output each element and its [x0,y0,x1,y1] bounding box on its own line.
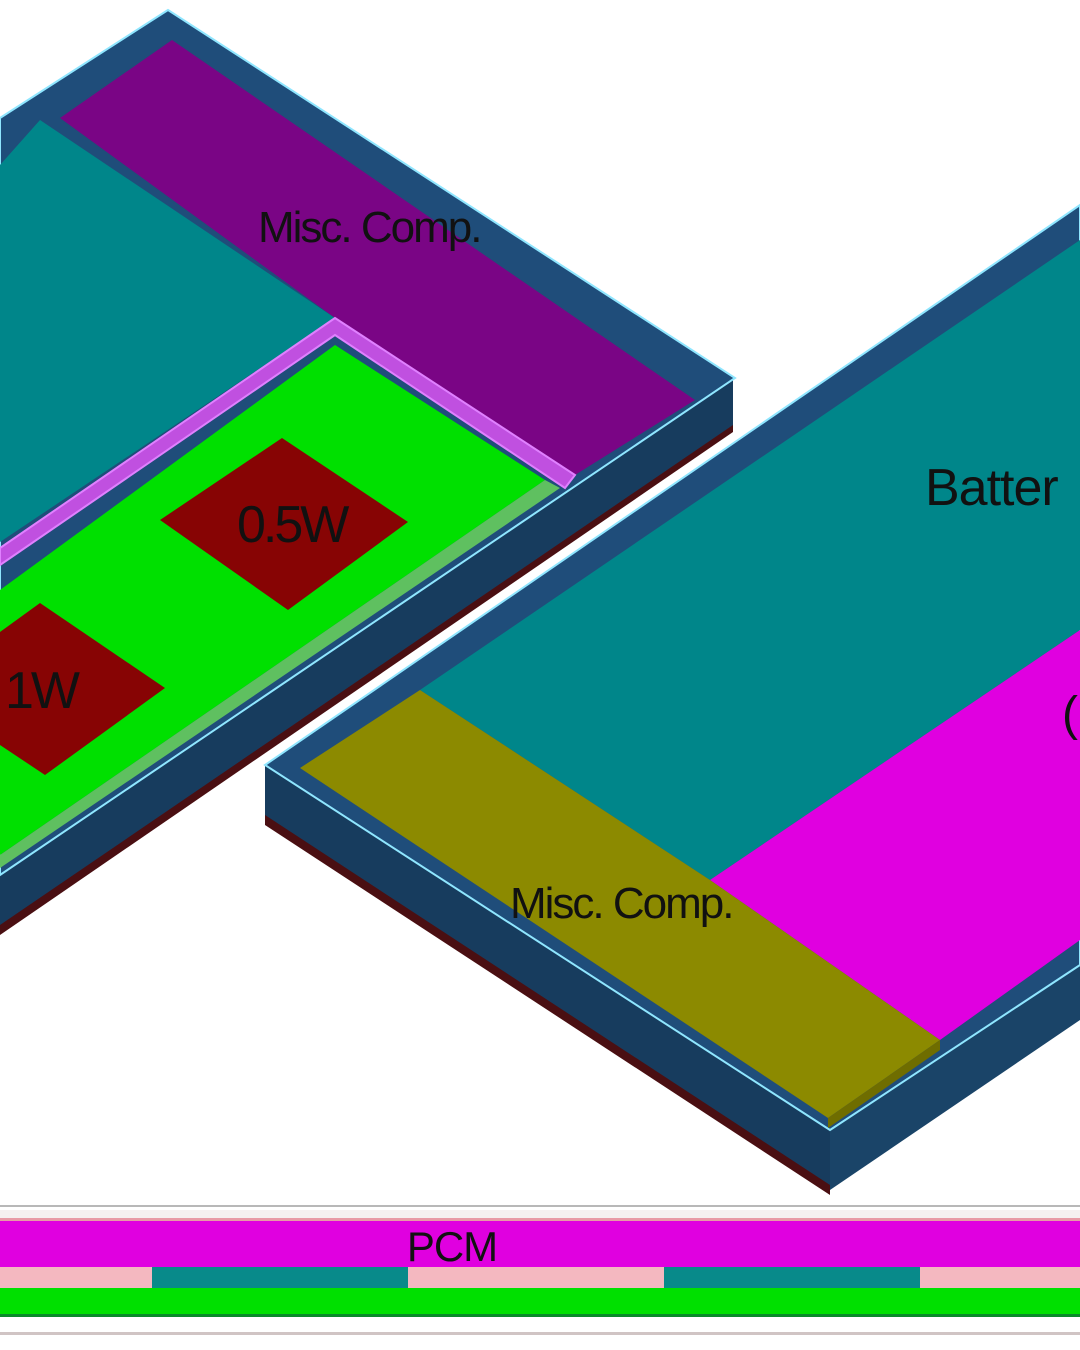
left-enclosure-shadow [0,425,733,935]
left-misc-component [60,40,695,475]
heater-one-watt-label: 1W [5,662,80,720]
heater-half-watt [160,438,408,610]
pcm-green-layer [0,1288,1080,1314]
pcm-segment-pink [0,1267,152,1288]
pcm-segment-teal [152,1267,408,1288]
pcm-segment-row [0,1267,1080,1288]
left-enclosure-side [0,380,733,930]
pcm-top-frame [0,1205,1080,1207]
right-misc-label: Misc. Comp. [510,879,732,928]
battery-label: Batter [925,459,1058,517]
pcm-layer [0,1221,1080,1267]
heater-one-watt [0,603,165,775]
left-green-board-edge [0,480,560,868]
pcm-top-gap [0,1210,1080,1218]
right-enclosure-side-left [265,765,830,1190]
right-magenta-component [710,630,1080,1040]
pcm-bottom-frame [0,1332,1080,1335]
right-enclosure-side-right [830,965,1080,1190]
left-enclosure: Misc. Comp. 0.5W 1W [0,8,737,935]
battery-paren-label: ( [1062,688,1078,741]
pcm-segment-teal [664,1267,920,1288]
right-misc-component [300,690,940,1118]
left-misc-label: Misc. Comp. [258,203,480,252]
battery-board [420,240,1080,880]
pcm-label: PCM [407,1223,497,1270]
pcm-segment-pink [408,1267,664,1288]
right-enclosure: Batter ( Misc. Comp. [263,203,1080,1195]
pcm-top-line [0,1218,1080,1221]
pcm-green-edge [0,1314,1080,1317]
heater-half-watt-label: 0.5W [237,496,349,554]
left-separator-strip [0,316,577,567]
right-enclosure-shadow [265,815,830,1195]
left-teal-board [0,120,335,542]
left-green-board [0,345,545,855]
right-misc-component-edge [828,1040,940,1128]
pcm-segment-pink [920,1267,1080,1288]
pcm-layer-stack: PCM [0,1205,1080,1335]
